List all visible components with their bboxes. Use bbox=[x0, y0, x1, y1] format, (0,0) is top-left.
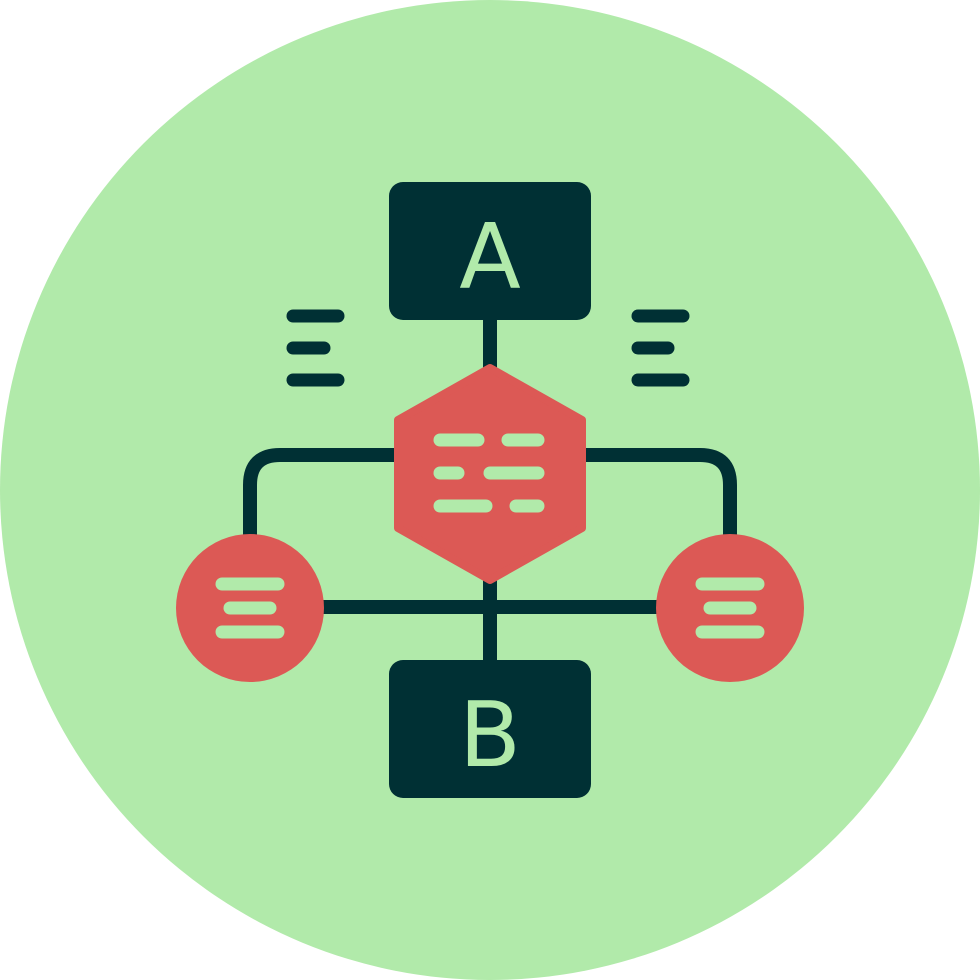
text-lines-left bbox=[286, 309, 345, 387]
box-b-shape bbox=[389, 660, 591, 798]
left-circle-node bbox=[176, 534, 324, 682]
connector-hexagon-right bbox=[573, 448, 737, 547]
right-circle-node bbox=[656, 534, 804, 682]
box-a: A bbox=[389, 182, 591, 320]
left-circle-text-lines bbox=[215, 577, 285, 639]
text-lines-right bbox=[631, 309, 690, 387]
hexagon-node bbox=[394, 364, 586, 584]
box-a-label: A bbox=[459, 205, 521, 310]
right-circle-text-lines bbox=[695, 577, 765, 639]
box-b-label: B bbox=[459, 683, 521, 788]
box-a-shape bbox=[389, 182, 591, 320]
box-b: B bbox=[389, 660, 591, 798]
hexagon-text-lines bbox=[433, 433, 545, 513]
connector-lines bbox=[243, 308, 737, 672]
connector-hexagon-left bbox=[243, 448, 407, 547]
